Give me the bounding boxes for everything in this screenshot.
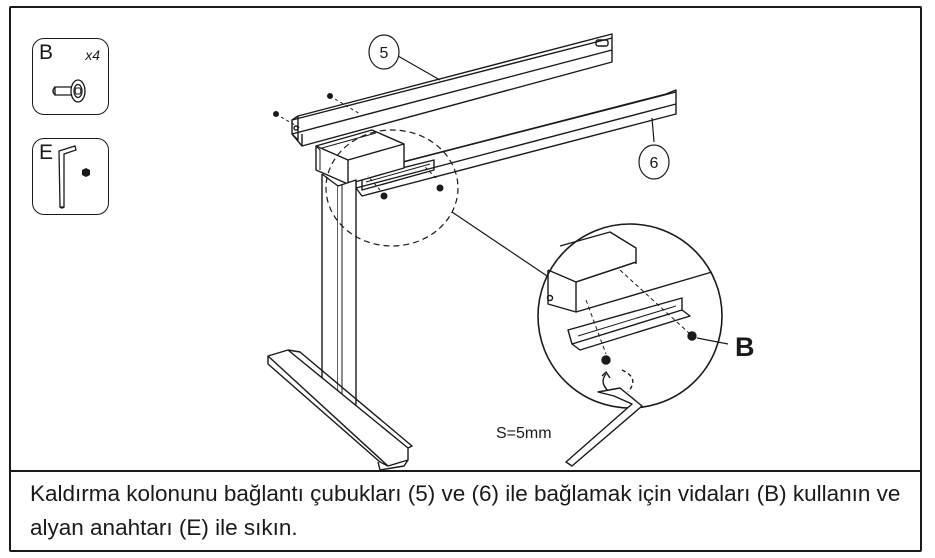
- instruction-frame: [9, 6, 922, 552]
- part-letter-b: B: [39, 41, 54, 64]
- assembly-drawing: 5 6 B S=5mm: [267, 33, 755, 470]
- zoom-leader: [451, 211, 557, 283]
- part-card-screw: B x4: [32, 38, 109, 115]
- callout-6-leader: [651, 117, 655, 143]
- part-quantity: x4: [85, 47, 100, 63]
- callout-5-leader: [397, 55, 441, 81]
- callout-5: 5: [368, 34, 400, 70]
- lift-column-drawing: [321, 173, 357, 411]
- svg-text:6: 6: [650, 155, 659, 172]
- caption-divider: [9, 470, 922, 472]
- callout-6: 6: [638, 144, 670, 180]
- screws-bracket: [367, 165, 444, 200]
- foot-drawing: [267, 349, 413, 470]
- part-letter-e: E: [39, 141, 54, 164]
- rail-6-drawing: [355, 89, 677, 197]
- detail-label-b: B: [735, 332, 755, 362]
- hex-key-tool-drawing: [565, 387, 643, 467]
- hex-socket-icon: [82, 168, 90, 177]
- screws-rail-5: [273, 93, 361, 129]
- column-bracket-drawing: [315, 129, 405, 185]
- bolt-icon: [52, 79, 86, 103]
- zoom-area: [325, 129, 459, 247]
- detail-view: [537, 223, 729, 409]
- rail-5-drawing: [291, 33, 613, 147]
- svg-text:5: 5: [380, 45, 389, 62]
- instruction-caption: Kaldırma kolonunu bağlantı çubukları (5)…: [30, 481, 901, 540]
- part-card-hex-key: E: [32, 138, 109, 215]
- hex-key-icon: [58, 145, 90, 209]
- wrench-size-label: S=5mm: [496, 425, 552, 442]
